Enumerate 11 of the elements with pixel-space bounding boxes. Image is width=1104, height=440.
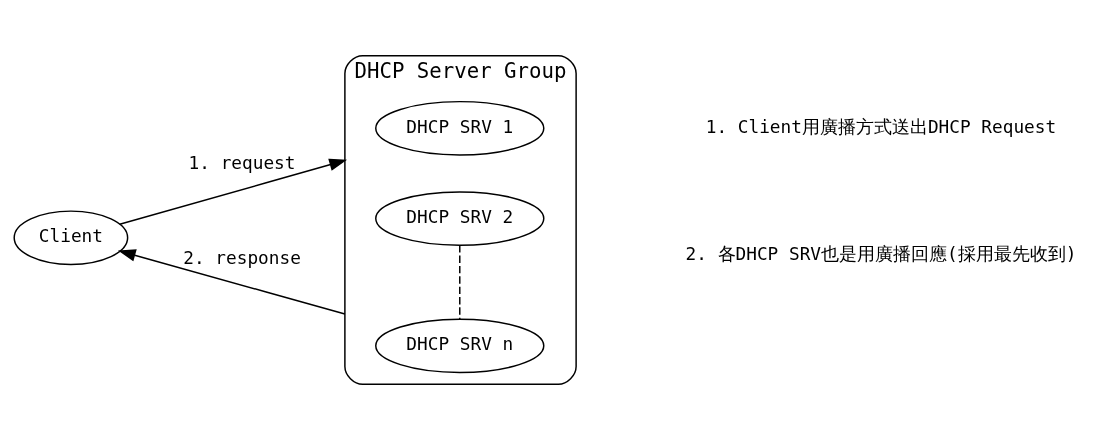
node-ellipse: Client: [13, 210, 129, 266]
arrow: [117, 249, 346, 315]
node-ellipse: DHCP SRV n: [375, 318, 545, 374]
connector: [459, 244, 461, 320]
node-ellipse: DHCP SRV 2: [375, 191, 545, 246]
edge-label: 2. response: [183, 247, 301, 268]
arrow: [118, 158, 348, 226]
label: 2. 各DHCP SRV也是用廣播回應(採用最先收到): [685, 244, 1077, 265]
edge-label: 1. request: [188, 153, 296, 174]
label: 1. Client用廣播方式送出DHCP Request: [705, 116, 1057, 137]
node-ellipse: DHCP SRV 1: [375, 100, 545, 156]
